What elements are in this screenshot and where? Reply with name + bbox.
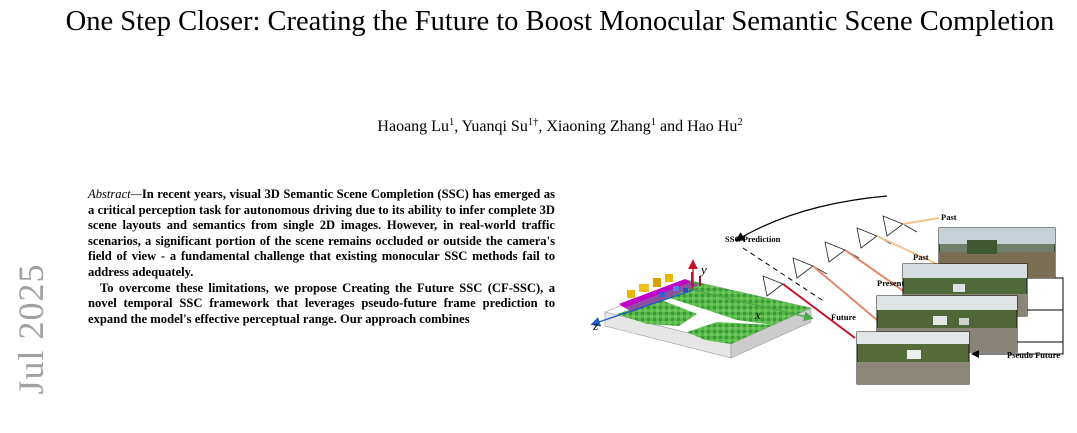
camera-frustum (792, 257, 814, 279)
abstract: Abstract—In recent years, visual 3D Sema… (88, 187, 555, 327)
paper-title: One Step Closer: Creating the Future to … (65, 6, 1055, 37)
vehicle-cluster (673, 286, 679, 291)
label-pseudo-future: Pseudo Future (1007, 350, 1060, 360)
camera-path-line (844, 249, 906, 293)
camera-frustum (902, 223, 918, 233)
axis-label-x: x (755, 307, 761, 322)
abstract-heading: Abstract— (88, 187, 142, 201)
dashed-separator (742, 247, 826, 303)
vehicle-cluster (659, 292, 665, 297)
camera-frustum (856, 227, 878, 249)
label-present: Present (877, 278, 905, 288)
author-affiliation-mark: 1† (527, 117, 539, 128)
pseudo-future-bracket (971, 277, 1064, 358)
axis-label-y: y (701, 262, 707, 277)
teaser-figure-drawing (590, 195, 1064, 385)
camera-frustum (762, 275, 784, 297)
voxel-ground-plane (730, 307, 812, 359)
author-name: Yuanqi Su (461, 118, 528, 135)
teaser-figure: SSC Prediction Past Past Present Future … (587, 192, 1072, 422)
pole-cluster (699, 276, 701, 286)
author-name: Xiaoning Zhang (546, 118, 651, 135)
author-separator: and (656, 118, 688, 135)
camera-path-line (782, 283, 856, 339)
axis-x-arrow (692, 289, 814, 322)
author-affiliation-mark: 2 (737, 117, 743, 128)
author-name: Haoang Lu (377, 118, 449, 135)
image-stack (856, 227, 1056, 385)
vehicle-cluster (683, 288, 688, 293)
label-past-top: Past (941, 212, 957, 222)
label-past-mid: Past (913, 252, 929, 262)
camera-path-line (902, 217, 940, 225)
author-affiliation-mark: 1 (448, 117, 455, 128)
label-ssc-prediction: SSC Prediction (725, 234, 781, 244)
author-list: Haoang Lu1, Yuanqi Su1†, Xiaoning Zhang1… (180, 117, 940, 136)
vegetation-region (617, 299, 697, 326)
vegetation-region (687, 322, 773, 344)
camera-path-line (812, 265, 878, 321)
pole-cluster (691, 272, 693, 286)
abstract-paragraph-1: Abstract—In recent years, visual 3D Sema… (88, 187, 555, 281)
author-affiliation-mark: 1 (650, 117, 656, 128)
camera-frustum (882, 215, 904, 237)
voxel-scene (604, 272, 812, 359)
image-frame-future (856, 331, 970, 385)
camera-path-line (876, 235, 938, 265)
abstract-text: In recent years, visual 3D Semantic Scen… (88, 187, 555, 279)
label-future: Future (831, 312, 856, 322)
author-separator: , (454, 118, 462, 135)
building-cluster (627, 290, 635, 298)
author-separator: , (538, 118, 547, 135)
prediction-arc-arrow (734, 195, 888, 242)
camera-frustum (824, 241, 846, 263)
arxiv-date-stamp: Jul 2025 (11, 263, 51, 395)
building-cluster (665, 274, 673, 282)
axis-z-arrow (590, 289, 694, 327)
building-cluster (653, 278, 661, 287)
abstract-paragraph-2: To overcome these limitations, we propos… (88, 280, 555, 326)
building-cluster (639, 284, 649, 292)
axis-label-z: z (593, 318, 599, 333)
author-name: Hao Hu (687, 118, 738, 135)
